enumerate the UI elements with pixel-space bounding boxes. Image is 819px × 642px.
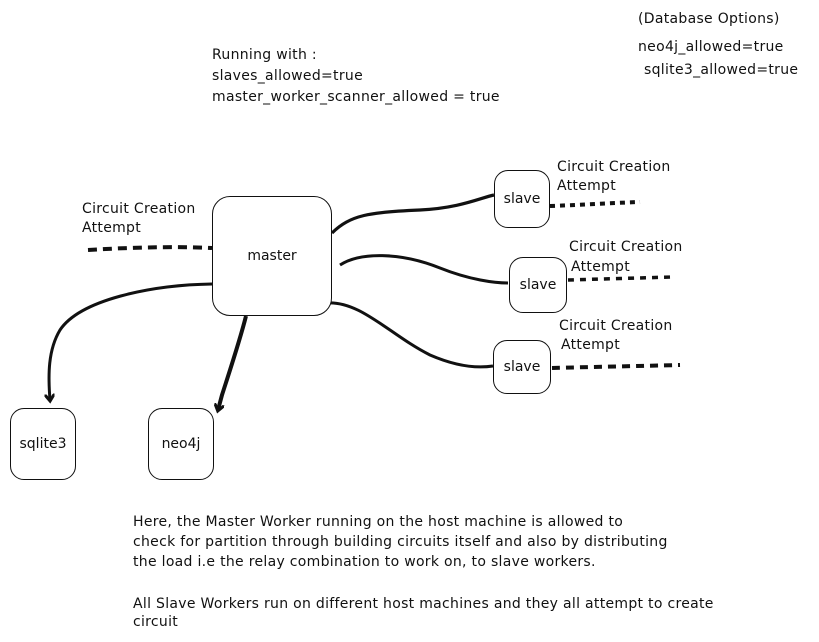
slave3-attempt-label-line2: Attempt [561, 337, 621, 353]
neo4j-node-label: neo4j [161, 436, 201, 452]
slave1-attempt-label-line2: Attempt [557, 178, 617, 194]
description-line-4: All Slave Workers run on different host … [133, 596, 714, 612]
sqlite3-node-label: sqlite3 [19, 436, 67, 452]
master-node-label: master [247, 248, 297, 264]
description-line-2: check for partition through building cir… [133, 534, 668, 550]
dash-slave2-attempt [567, 275, 673, 282]
slave-node-1: slave [494, 170, 550, 228]
running-master-scanner-allowed: master_worker_scanner_allowed = true [212, 89, 500, 105]
db-options-title: (Database Options) [638, 11, 780, 27]
slave3-attempt-label-line1: Circuit Creation [559, 318, 673, 334]
running-slaves-allowed: slaves_allowed=true [212, 68, 363, 84]
edge-master-slave3 [325, 301, 494, 369]
slave-node-3-label: slave [503, 359, 541, 375]
master-attempt-label-line1: Circuit Creation [82, 201, 196, 217]
slave1-attempt-label-line1: Circuit Creation [557, 159, 671, 175]
dash-master-attempt [87, 245, 213, 252]
edge-master-sqlite3 [49, 282, 213, 400]
description-line-1: Here, the Master Worker running on the h… [133, 514, 624, 530]
description-line-5: circuit [133, 614, 179, 630]
dash-slave3-attempt [551, 363, 681, 370]
master-attempt-label-line2: Attempt [82, 220, 142, 236]
edge-master-slave1 [330, 193, 495, 235]
db-option-neo4j: neo4j_allowed=true [638, 39, 784, 55]
slave-node-2-label: slave [519, 277, 557, 293]
slave2-attempt-label-line1: Circuit Creation [569, 239, 683, 255]
db-option-sqlite3: sqlite3_allowed=true [644, 62, 799, 78]
description-line-3: the load i.e the relay combination to wo… [133, 554, 596, 570]
edge-master-neo4j [218, 315, 248, 410]
slave-node-1-label: slave [503, 191, 541, 207]
sqlite3-node: sqlite3 [10, 408, 76, 480]
master-node: master [212, 196, 332, 316]
running-title: Running with : [212, 47, 317, 63]
dash-slave1-attempt [549, 200, 641, 208]
slave-node-3: slave [493, 340, 551, 394]
neo4j-node: neo4j [148, 408, 214, 480]
slave-node-2: slave [509, 257, 567, 313]
edge-master-slave2 [339, 254, 509, 285]
slave2-attempt-label-line2: Attempt [571, 259, 631, 275]
